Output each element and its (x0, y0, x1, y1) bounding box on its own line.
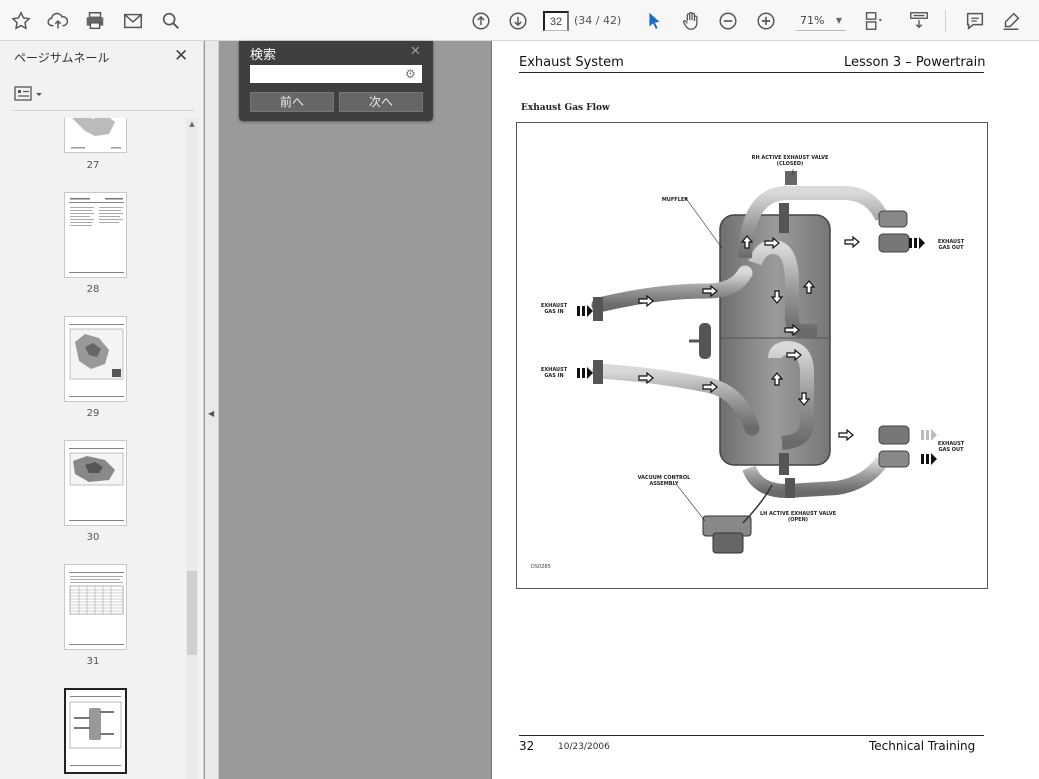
label-lh-valve: LH ACTIVE EXHAUST VALVE (OPEN) (759, 511, 837, 523)
thumbnail-page-31[interactable] (64, 564, 127, 650)
exhaust-illustration (577, 169, 937, 554)
footer-page-number: 32 (519, 739, 535, 753)
footer-rule (519, 735, 984, 736)
figure-code: DS0285 (531, 564, 551, 570)
sidebar-collapse-handle[interactable]: ◀ (205, 41, 219, 779)
highlight-pen-icon[interactable] (998, 8, 1024, 34)
thumbnail-page-28[interactable] (64, 192, 127, 278)
close-icon[interactable]: ✕ (174, 46, 189, 66)
label-vacuum-assembly: VACUUM CONTROL ASSEMBLY (637, 475, 691, 487)
thumbnail-sidebar: ページサムネール ✕ 27 28 (0, 41, 204, 779)
label-rh-valve: RH ACTIVE EXHAUST VALVE (CLOSED) (751, 155, 829, 167)
thumbnail-page-30[interactable] (64, 440, 127, 526)
star-icon[interactable] (8, 8, 34, 34)
thumbnail-options-button[interactable] (14, 84, 46, 104)
fit-page-icon[interactable] (860, 8, 886, 34)
header-rule (519, 72, 984, 73)
zoom-out-icon[interactable] (715, 8, 741, 34)
thumbnail-page-29[interactable] (64, 316, 127, 402)
thumbnail-number: 27 (86, 160, 100, 171)
list-options-icon (14, 86, 42, 101)
zoom-select[interactable]: 71% ▼ (796, 11, 846, 31)
page-number-input[interactable] (543, 11, 569, 31)
thumbnail-number: 31 (86, 656, 100, 667)
page-header-left: Exhaust System (519, 55, 624, 70)
thumbnail-number: 29 (86, 408, 100, 419)
label-muffler: MUFFLER (661, 197, 689, 203)
scrollbar-thumb[interactable] (187, 571, 197, 655)
exhaust-diagram: RH ACTIVE EXHAUST VALVE (CLOSED) MUFFLER… (516, 122, 988, 589)
thumbnail-number: 30 (86, 532, 100, 543)
pointer-icon[interactable] (641, 8, 667, 34)
label-exhaust-out-top: EXHAUST GAS OUT (937, 239, 965, 251)
print-icon[interactable] (82, 8, 108, 34)
label-exhaust-in-bottom: EXHAUST GAS IN (540, 367, 568, 379)
close-icon[interactable]: ✕ (410, 44, 421, 59)
footer-date: 10/23/2006 (558, 742, 610, 752)
search-zoom-icon[interactable] (158, 8, 184, 34)
thumbnail-list: 27 28 29 (0, 118, 186, 779)
find-panel: 検索 ✕ ⚙ 前へ 次へ (239, 41, 433, 121)
zoom-in-icon[interactable] (753, 8, 779, 34)
zoom-value: 71% (800, 14, 825, 27)
cloud-upload-icon[interactable] (45, 8, 71, 34)
find-next-button[interactable]: 次へ (339, 92, 423, 112)
chevron-down-icon: ▼ (835, 16, 842, 25)
scroll-mode-icon[interactable] (906, 8, 932, 34)
thumbnail-page-32[interactable] (64, 688, 127, 774)
mail-icon[interactable] (120, 8, 146, 34)
thumbnail-scrollbar[interactable]: ▲ (186, 118, 198, 779)
chevron-up-icon[interactable]: ▲ (189, 120, 195, 128)
gear-icon[interactable]: ⚙ (405, 67, 416, 81)
sidebar-divider (12, 110, 194, 111)
page-header-right: Lesson 3 – Powertrain (844, 55, 986, 70)
thumbnail-page-27[interactable] (64, 118, 127, 153)
chevron-left-icon[interactable]: ◀ (208, 409, 215, 418)
toolbar-separator (945, 10, 946, 32)
arrow-down-circle-icon[interactable] (505, 8, 531, 34)
label-exhaust-in-top: EXHAUST GAS IN (540, 303, 568, 315)
page-count: (34 / 42) (574, 14, 622, 27)
footer-right: Technical Training (869, 739, 976, 753)
find-title: 検索 (250, 48, 277, 63)
sidebar-title: ページサムネール (14, 51, 110, 65)
main-toolbar: (34 / 42) 71% ▼ (0, 0, 1039, 41)
document-page: Exhaust System Lesson 3 – Powertrain Exh… (491, 41, 1039, 779)
arrow-up-circle-icon[interactable] (468, 8, 494, 34)
hand-icon[interactable] (678, 8, 704, 34)
thumbnail-number: 28 (86, 284, 100, 295)
find-prev-button[interactable]: 前へ (250, 92, 334, 112)
figure-title: Exhaust Gas Flow (521, 103, 610, 113)
label-exhaust-out-bottom: EXHAUST GAS OUT (937, 441, 965, 453)
comment-icon[interactable] (962, 8, 988, 34)
search-input[interactable] (250, 65, 422, 83)
